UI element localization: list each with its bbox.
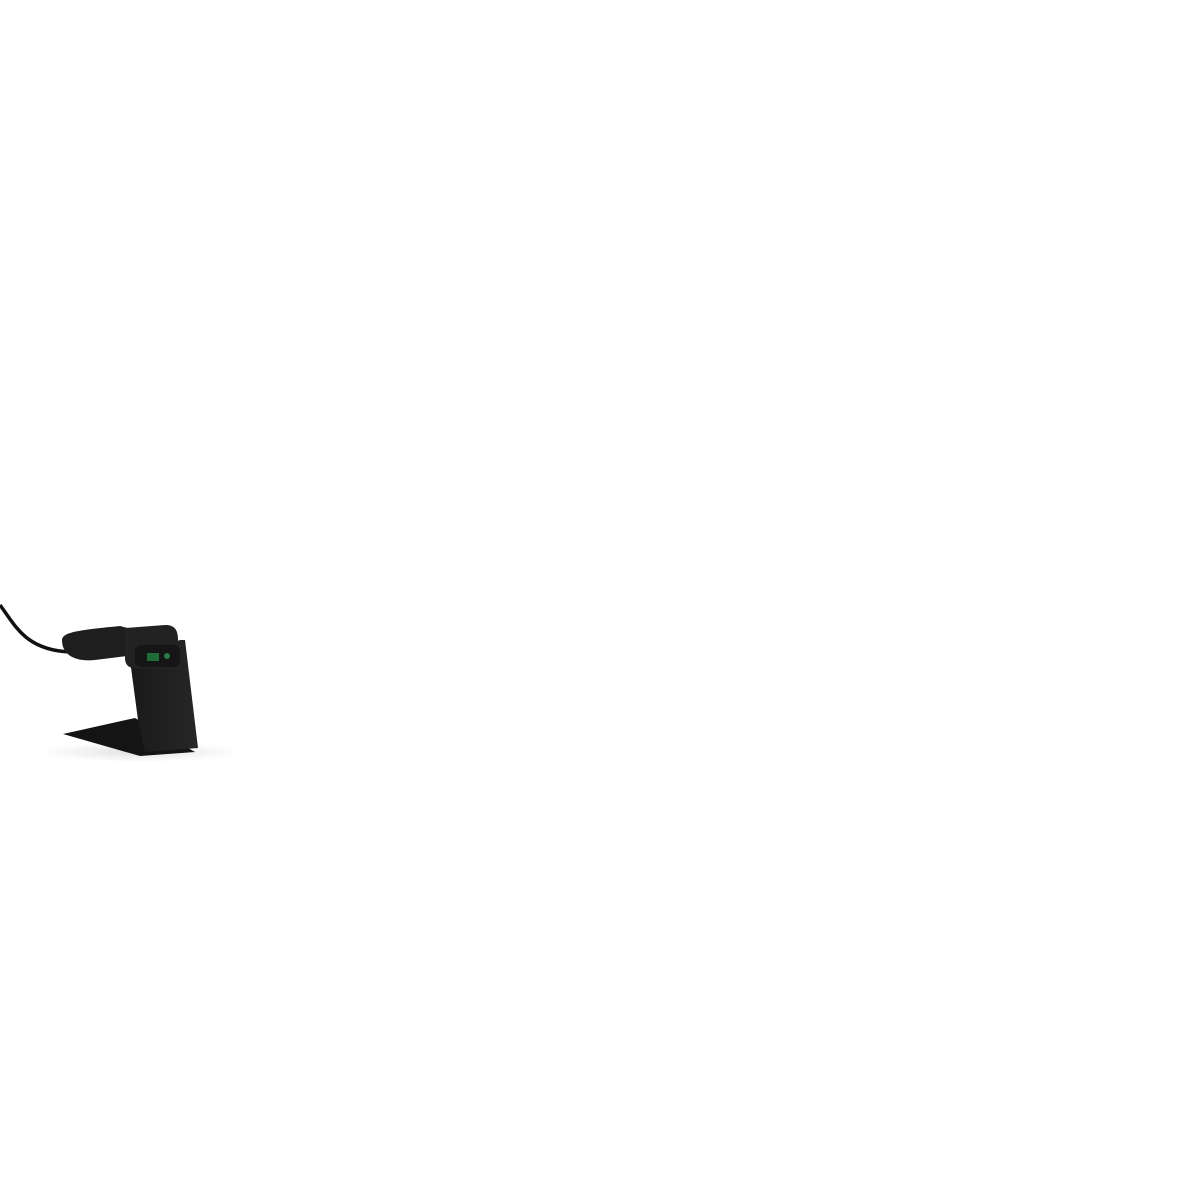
scanner (62, 625, 180, 670)
cable (0, 603, 71, 654)
status-dot (164, 653, 170, 659)
status-indicator (147, 653, 159, 661)
scanner-handle (62, 626, 135, 661)
